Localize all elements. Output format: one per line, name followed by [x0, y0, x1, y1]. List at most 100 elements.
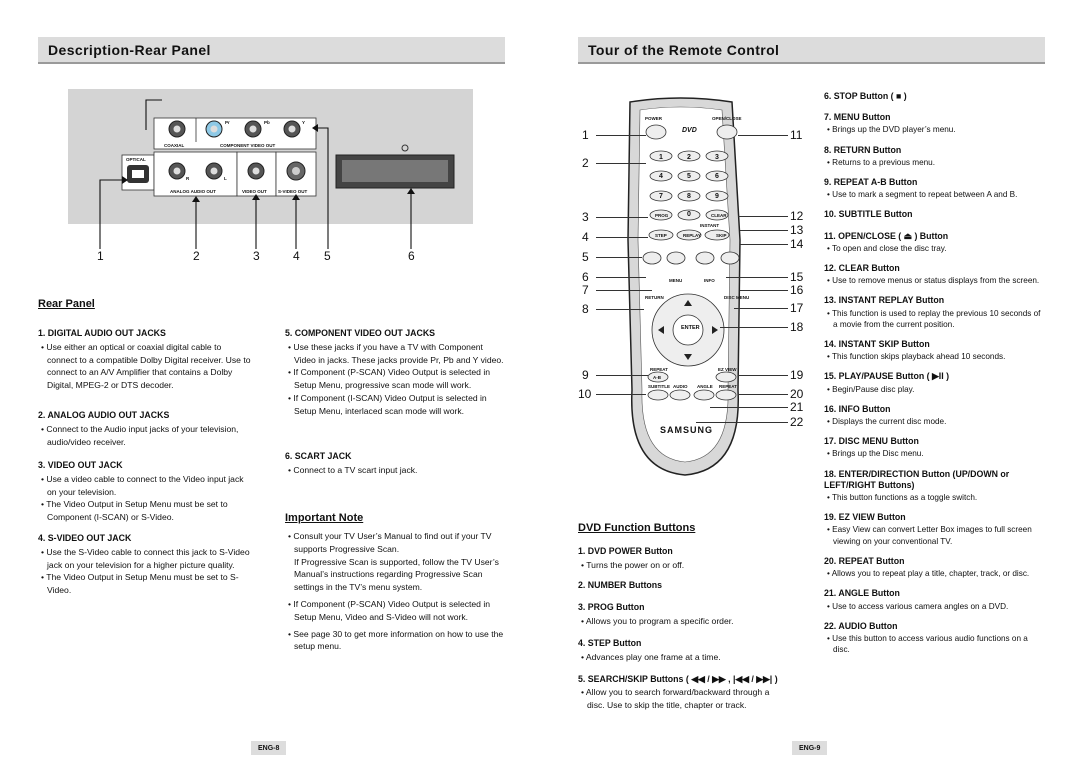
leader-line — [596, 217, 648, 218]
jack-item-svideo-out: 4. S-VIDEO OUT JACK Use the S-Video cabl… — [38, 532, 253, 597]
remote-ab-label[interactable]: A-B — [653, 375, 661, 380]
remote-disc-menu-label[interactable]: DISC MENU — [724, 295, 750, 300]
item-bullet: The Video Output in Setup Menu must be s… — [38, 498, 253, 524]
label-pr: Pr — [225, 120, 230, 125]
leader-line — [710, 407, 788, 408]
remote-repeat2-label[interactable]: REPEAT — [719, 384, 737, 389]
remote-callout-22: 22 — [790, 415, 804, 429]
remote-digit-4[interactable]: 4 — [659, 173, 663, 180]
item-bullet: Use a video cable to connect to the Vide… — [38, 473, 253, 499]
rear-panel-subheading: Rear Panel — [38, 298, 95, 310]
item-title: 1. DVD POWER Button — [578, 546, 673, 556]
item-title: 7. MENU Button — [824, 112, 891, 123]
remote-button-list: 6. STOP Button ( ■ ) 7. MENU Button Brin… — [824, 91, 1044, 655]
leader-line — [596, 277, 646, 278]
item-title: 4. S-VIDEO OUT JACK — [38, 533, 132, 543]
label-pb: Pb — [264, 120, 270, 125]
leader-line — [720, 327, 788, 328]
dvd-function-heading: DVD Function Buttons — [578, 522, 696, 534]
callout-4: 4 — [293, 249, 300, 263]
remote-digit-0[interactable]: 0 — [687, 211, 691, 218]
item-bullet: If Component (P-SCAN) Video Output is se… — [285, 366, 505, 392]
remote-digit-1[interactable]: 1 — [659, 154, 663, 161]
leader-line — [696, 422, 788, 423]
remote-digit-6[interactable]: 6 — [715, 173, 719, 180]
remote-ez-view-label[interactable]: EZ VIEW — [718, 367, 737, 372]
remote-callout-4: 4 — [582, 230, 589, 244]
remote-digit-2[interactable]: 2 — [687, 154, 691, 161]
leader-line — [734, 308, 788, 309]
item-bullet: Allows you to program a specific order. — [578, 615, 783, 628]
remote-callout-19: 19 — [790, 368, 804, 382]
item-title: 2. NUMBER Buttons — [578, 579, 663, 590]
remote-prog-label[interactable]: PROG — [655, 213, 669, 218]
remote-enter-label[interactable]: ENTER — [681, 325, 700, 331]
callout-2: 2 — [193, 249, 200, 263]
item-bullet: Brings up the DVD player’s menu. — [824, 124, 1044, 135]
remote-callout-2: 2 — [582, 156, 589, 170]
item-bullet: Use the S-Video cable to connect this ja… — [38, 546, 253, 572]
item-title: 6. SCART JACK — [285, 451, 352, 461]
remote-digit-3[interactable]: 3 — [715, 154, 719, 161]
remote-digit-5[interactable]: 5 — [687, 173, 691, 180]
item-bullet: Use these jacks if you have a TV with Co… — [285, 341, 505, 367]
item-title: 20. REPEAT Button — [824, 555, 905, 566]
item-bullet: Easy View can convert Letter Box images … — [824, 524, 1044, 546]
item-bullet: Use to mark a segment to repeat between … — [824, 189, 1044, 200]
remote-callout-3: 3 — [582, 210, 589, 224]
item-bullet: Turns the power on or off. — [578, 559, 783, 572]
remote-return-label[interactable]: RETURN — [645, 295, 664, 300]
remote-clear-label[interactable]: CLEAR — [711, 213, 727, 218]
remote-repeat-label: REPEAT — [650, 367, 668, 372]
note-bullet-cont: If Progressive Scan is supported, follow… — [294, 556, 499, 593]
item-title: 9. REPEAT A-B Button — [824, 177, 918, 188]
label-component: COMPONENT VIDEO OUT — [220, 143, 276, 148]
remote-info-label[interactable]: INFO — [704, 278, 715, 283]
label-analog: ANALOG AUDIO OUT — [170, 189, 216, 194]
remote-dvd-label: DVD — [682, 127, 697, 134]
remote-callout-12: 12 — [790, 209, 804, 223]
remote-brand-logo: SAMSUNG — [660, 425, 714, 435]
callout-1: 1 — [97, 249, 104, 263]
remote-instant-label: INSTANT — [700, 223, 720, 228]
remote-callout-18: 18 — [790, 320, 804, 334]
leader-line — [740, 230, 788, 231]
label-coaxial: COAXIAL — [164, 143, 185, 148]
section-heading-rear-panel: Description-Rear Panel — [38, 37, 505, 62]
item-bullet: Use either an optical or coaxial digital… — [38, 341, 253, 392]
remote-digit-7[interactable]: 7 — [659, 193, 663, 200]
remote-audio-label[interactable]: AUDIO — [673, 384, 688, 389]
item-title: 3. VIDEO OUT JACK — [38, 460, 123, 470]
remote-callout-9: 9 — [582, 368, 589, 382]
item-title: 17. DISC MENU Button — [824, 436, 919, 447]
remote-control-diagram — [627, 97, 741, 476]
remote-callout-8: 8 — [582, 302, 589, 316]
leader-line — [596, 394, 646, 395]
callout-6: 6 — [408, 249, 415, 263]
leader-line — [596, 237, 648, 238]
item-title: 10. SUBTITLE Button — [824, 209, 913, 220]
jack-item-analog-audio: 2. ANALOG AUDIO OUT JACKS Connect to the… — [38, 409, 253, 448]
remote-digit-9[interactable]: 9 — [715, 193, 719, 200]
remote-callout-21: 21 — [790, 400, 804, 414]
remote-menu-label[interactable]: MENU — [669, 278, 683, 283]
remote-angle-label[interactable]: ANGLE — [697, 384, 713, 389]
remote-skip-label[interactable]: SKIP — [716, 233, 727, 238]
item-title: 3. PROG Button — [578, 602, 645, 613]
item-title: 5. SEARCH/SKIP Buttons ( ◀◀ / ▶▶ , |◀◀ /… — [578, 673, 778, 684]
remote-replay-label[interactable]: REPLAY — [683, 233, 701, 238]
item-title: 4. STEP Button — [578, 637, 642, 648]
note-bullet: See page 30 to get more information on h… — [285, 628, 505, 654]
remote-callout-7: 7 — [582, 283, 589, 297]
leader-line — [740, 244, 788, 245]
remote-digit-8[interactable]: 8 — [687, 193, 691, 200]
dvd-function-list: 1. DVD POWER Button Turns the power on o… — [578, 545, 783, 712]
item-bullet: Connect to a TV scart input jack. — [285, 464, 505, 477]
item-title: 14. INSTANT SKIP Button — [824, 339, 930, 350]
item-bullet: Brings up the Disc menu. — [824, 448, 1044, 459]
item-bullet: Allows you to repeat play a title, chapt… — [824, 568, 1044, 579]
page-number-left: ENG-8 — [251, 741, 287, 755]
remote-step-label[interactable]: STEP — [655, 233, 667, 238]
remote-subtitle-label[interactable]: SUBTITLE — [648, 384, 670, 389]
remote-open-close-label: OPEN/CLOSE — [712, 116, 742, 121]
